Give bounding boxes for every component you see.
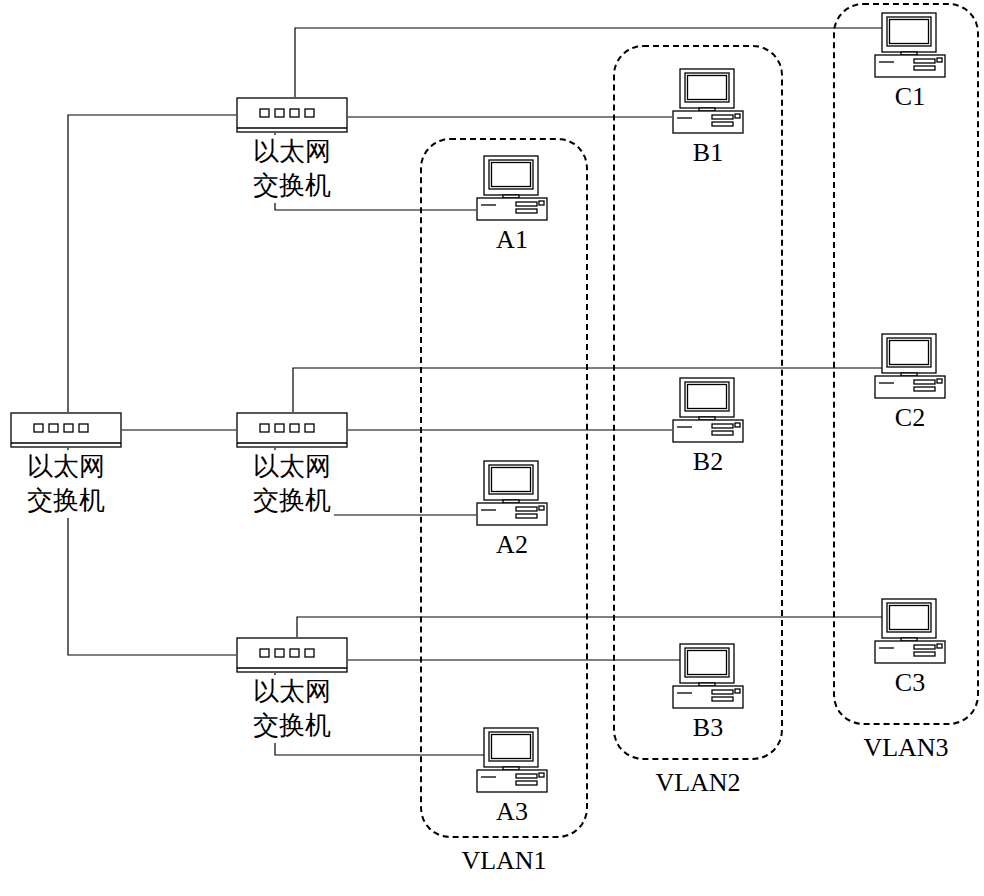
computer: B2 bbox=[672, 377, 744, 479]
ethernet-switch: 以太网 交换机 bbox=[236, 412, 348, 518]
network-link bbox=[122, 429, 236, 430]
switch-icon bbox=[236, 97, 348, 133]
switch-label: 以太网 交换机 bbox=[250, 135, 333, 203]
host-label: C2 bbox=[874, 401, 946, 435]
computer-icon bbox=[476, 155, 548, 221]
network-link bbox=[295, 28, 882, 97]
host-label: B3 bbox=[672, 711, 744, 745]
computer-icon bbox=[874, 12, 946, 78]
host-label: A1 bbox=[476, 223, 548, 257]
host-label: B1 bbox=[672, 136, 744, 170]
host-label: C1 bbox=[874, 80, 946, 114]
computer: A2 bbox=[476, 460, 548, 562]
host-label: A3 bbox=[476, 795, 548, 829]
network-link bbox=[348, 116, 672, 117]
network-link bbox=[297, 617, 882, 637]
computer: C3 bbox=[874, 598, 946, 700]
host-label: B2 bbox=[672, 445, 744, 479]
switch-label: 以太网 交换机 bbox=[250, 675, 333, 743]
computer: A3 bbox=[476, 727, 548, 829]
vlan-label: VLAN2 bbox=[595, 766, 801, 800]
vlan-label: VLAN3 bbox=[815, 731, 984, 765]
ethernet-switch: 以太网 交换机 bbox=[236, 637, 348, 743]
computer-icon bbox=[476, 727, 548, 793]
switch-label: 以太网 交换机 bbox=[250, 450, 333, 518]
vlan-group: VLAN3C1C2C3 bbox=[833, 3, 979, 725]
network-link bbox=[68, 115, 236, 412]
computer-icon bbox=[476, 460, 548, 526]
switch-icon bbox=[236, 637, 348, 673]
computer: C1 bbox=[874, 12, 946, 114]
host-label: C3 bbox=[874, 666, 946, 700]
switch-icon bbox=[236, 412, 348, 448]
computer: B1 bbox=[672, 68, 744, 170]
vlan-group: VLAN1A1A2A3 bbox=[420, 138, 588, 838]
computer: C2 bbox=[874, 333, 946, 435]
computer-icon bbox=[672, 68, 744, 134]
vlan-label: VLAN1 bbox=[402, 844, 606, 878]
vlan-group: VLAN2B1B2B3 bbox=[613, 45, 783, 760]
computer: B3 bbox=[672, 643, 744, 745]
switch-label: 以太网 交换机 bbox=[24, 450, 107, 518]
computer-icon bbox=[672, 643, 744, 709]
switch-icon bbox=[10, 412, 122, 448]
ethernet-switch: 以太网 交换机 bbox=[10, 412, 122, 518]
host-label: A2 bbox=[476, 528, 548, 562]
network-link bbox=[348, 429, 672, 430]
network-link bbox=[348, 659, 680, 660]
computer-icon bbox=[874, 333, 946, 399]
computer: A1 bbox=[476, 155, 548, 257]
ethernet-switch: 以太网 交换机 bbox=[236, 97, 348, 203]
computer-icon bbox=[672, 377, 744, 443]
computer-icon bbox=[874, 598, 946, 664]
